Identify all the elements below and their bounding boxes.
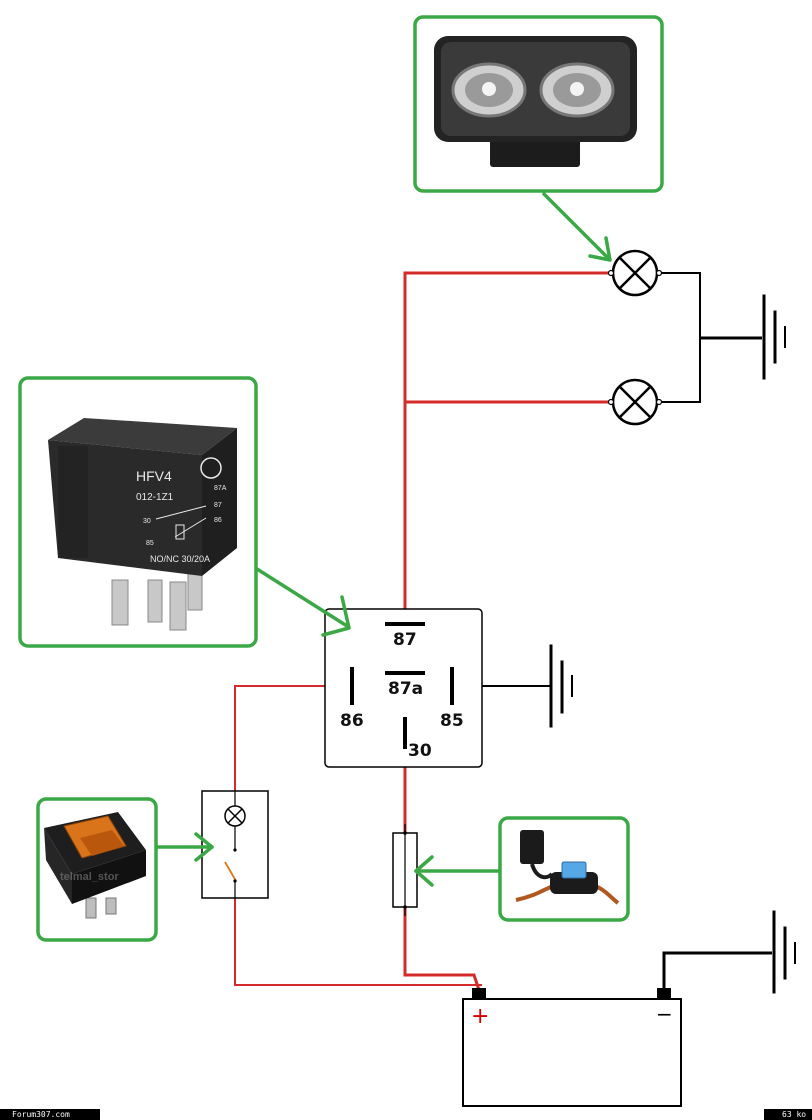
relay-photo-pin-85: 85 bbox=[146, 540, 154, 547]
relay-pin-86-label: 86 bbox=[340, 711, 364, 731]
wire-battery-minus-to-ground bbox=[662, 951, 772, 990]
relay-photo-logo bbox=[200, 457, 222, 479]
battery-terminal-plus bbox=[472, 988, 486, 999]
switch-contact bbox=[224, 861, 237, 882]
arrow-to-fuse bbox=[414, 855, 502, 887]
wire-switch-to-battery bbox=[234, 898, 482, 986]
wire-lamps-return bbox=[658, 272, 701, 403]
relay-schematic: 87 87a 86 85 30 bbox=[324, 608, 483, 768]
relay-pin-30-label: 30 bbox=[408, 741, 432, 761]
lamp-bottom bbox=[607, 378, 663, 426]
fuse-schematic bbox=[392, 824, 418, 916]
ground-symbol-lamps bbox=[762, 294, 786, 380]
rocker-switch-image: telmal_stor bbox=[44, 812, 146, 919]
relay-callout: HFV4 012-1Z1 87A 87 30 86 85 NO/NC 30/20… bbox=[18, 376, 258, 648]
relay-photo-pin-87a: 87A bbox=[214, 485, 227, 492]
relay-image: HFV4 012-1Z1 87A 87 30 86 85 NO/NC 30/20… bbox=[48, 418, 237, 631]
switch-photo-watermark: telmal_stor bbox=[60, 871, 119, 883]
thin-red-wires bbox=[234, 685, 482, 986]
relay-photo-pin-87: 87 bbox=[214, 502, 222, 509]
black-wires bbox=[452, 272, 772, 990]
relay-photo-pin-30: 30 bbox=[143, 518, 151, 525]
lamp-top bbox=[607, 249, 663, 297]
battery-plus-label: + bbox=[471, 1004, 489, 1029]
callout-arrows bbox=[155, 192, 612, 887]
relay-pin-87a-label: 87a bbox=[388, 679, 423, 699]
wire-fuse-to-battery bbox=[403, 907, 481, 991]
work-light-image bbox=[434, 36, 637, 167]
arrow-to-switch bbox=[155, 832, 214, 862]
relay-pin-85-label: 85 bbox=[440, 711, 464, 731]
footer-size-label: 63 ko bbox=[782, 1110, 806, 1119]
relay-photo-brand: HFV4 bbox=[136, 468, 172, 484]
relay-photo-rating: NO/NC 30/20A bbox=[150, 554, 210, 564]
relay-pin-87-label: 87 bbox=[393, 630, 417, 650]
fuse-holder-image bbox=[515, 830, 620, 905]
arrow-to-relay bbox=[255, 567, 351, 637]
arrow-to-lamp bbox=[542, 192, 612, 262]
wire-87-to-lamp-top bbox=[403, 271, 612, 622]
relay-photo-model: 012-1Z1 bbox=[136, 492, 174, 503]
ground-symbol-relay bbox=[549, 644, 573, 728]
switch-callout: telmal_stor bbox=[36, 797, 158, 942]
relay-photo-pin-86: 86 bbox=[214, 517, 222, 524]
footer-site-label: Forum307.com bbox=[12, 1110, 70, 1119]
footer-strip: Forum307.com 63 ko bbox=[0, 1109, 812, 1120]
fuse-holder-callout bbox=[498, 816, 630, 922]
battery: + − bbox=[462, 988, 682, 1107]
battery-terminal-minus bbox=[657, 988, 671, 999]
wire-86-to-switch bbox=[234, 685, 350, 792]
switch-schematic bbox=[201, 790, 269, 899]
ground-symbol-battery bbox=[772, 910, 796, 994]
work-light-callout bbox=[413, 15, 664, 193]
battery-minus-label: − bbox=[656, 1002, 673, 1026]
